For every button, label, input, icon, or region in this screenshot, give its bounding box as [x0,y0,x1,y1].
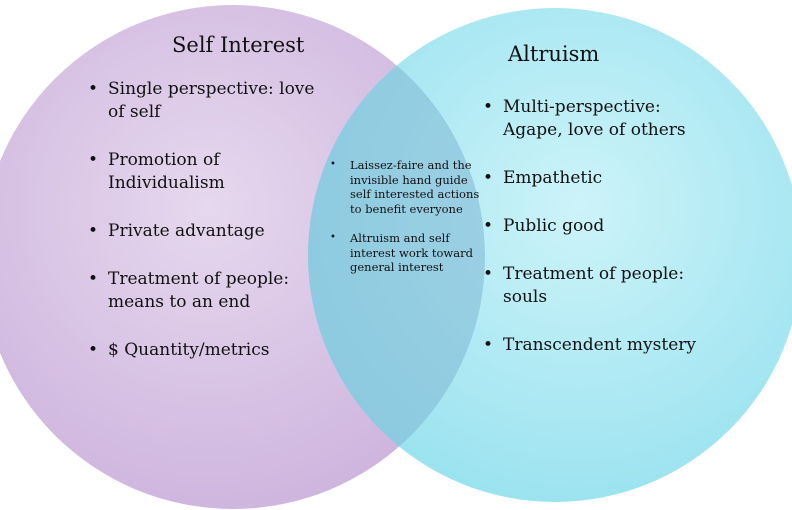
list-item: Treatment of people: means to an end [88,268,328,314]
list-item: Laissez-faire and the invisible hand gui… [330,158,480,216]
list-item: Private advantage [88,220,328,243]
altruism-list: Multi-perspective: Agape, love of others… [483,96,713,382]
overlap-list: Laissez-faire and the invisible hand gui… [330,158,480,290]
altruism-title: Altruism [508,42,600,66]
list-item: $ Quantity/metrics [88,339,328,362]
list-item: Altruism and self interest work toward g… [330,231,480,275]
self-interest-list: Single perspective: love of self Promoti… [88,78,328,387]
list-item: Empathetic [483,167,713,190]
list-item: Public good [483,215,713,238]
list-item: Multi-perspective: Agape, love of others [483,96,713,142]
list-item: Treatment of people: souls [483,263,713,309]
list-item: Promotion of Individualism [88,149,328,195]
overlap-region [308,8,485,502]
list-item: Single perspective: love of self [88,78,328,124]
list-item: Transcendent mystery [483,334,713,357]
self-interest-title: Self Interest [172,33,305,57]
